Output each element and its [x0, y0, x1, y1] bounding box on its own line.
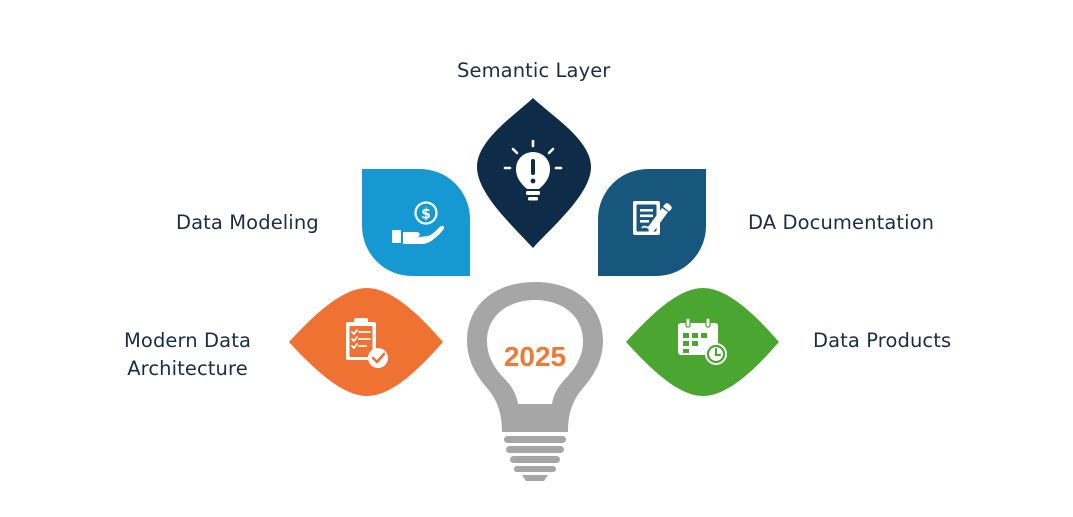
- petal-da-documentation: [598, 169, 706, 276]
- label-data-modeling: Data Modeling: [176, 211, 319, 234]
- bulb-inner: [487, 300, 583, 404]
- bulb-base: [504, 436, 566, 481]
- label-line-1: Modern Data: [124, 329, 252, 352]
- label-modern-data-architecture: Modern Data Architecture: [124, 327, 251, 383]
- label-line-2: Architecture: [127, 357, 248, 380]
- petal-modern-data-architecture: [289, 288, 443, 396]
- lightbulb-exclamation-icon: [503, 139, 563, 201]
- label-data-products: Data Products: [813, 329, 952, 352]
- hand-dollar-icon: $: [392, 201, 445, 244]
- petal-data-products: [626, 288, 779, 396]
- label-semantic-layer: Semantic Layer: [457, 59, 611, 82]
- petal-shape: [362, 169, 470, 276]
- calendar-clock-icon: [678, 317, 727, 365]
- center-year-label: 2025: [504, 341, 566, 372]
- petal-data-modeling: $: [362, 169, 470, 276]
- clipboard-checklist-icon: [346, 318, 388, 368]
- center-lightbulb-icon: 2025: [467, 282, 603, 481]
- petal-semantic-layer: [477, 98, 591, 248]
- svg-text:$: $: [421, 207, 431, 223]
- label-da-documentation: DA Documentation: [748, 211, 935, 234]
- document-pen-icon: [633, 201, 672, 235]
